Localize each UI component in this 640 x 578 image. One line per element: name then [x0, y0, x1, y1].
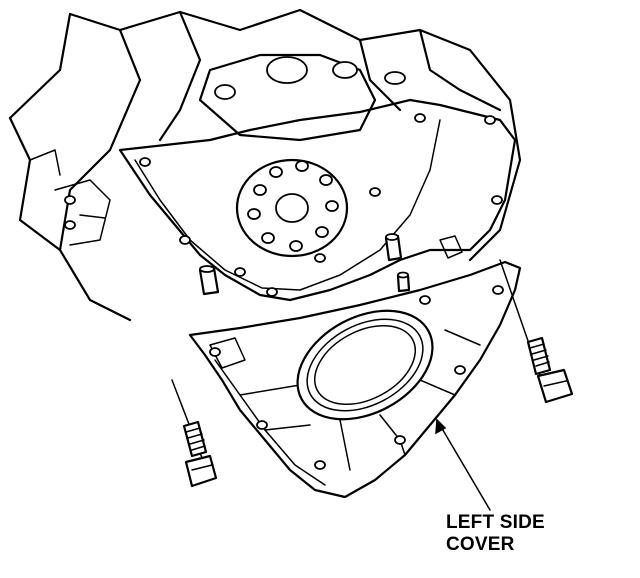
callout-arrow [435, 418, 491, 511]
dowel-pins [198, 233, 463, 296]
engine-block [8, 8, 522, 322]
crankshaft-flange [235, 158, 349, 258]
crankcase-flange [118, 98, 517, 302]
bolt-left [171, 379, 218, 488]
bolt-right [499, 259, 574, 404]
left-side-cover [188, 260, 522, 499]
callout-label-left-side-cover: LEFT SIDE COVER [446, 512, 545, 556]
callout-line-1: LEFT SIDE [446, 512, 545, 533]
callout-line-2: COVER [446, 534, 515, 555]
